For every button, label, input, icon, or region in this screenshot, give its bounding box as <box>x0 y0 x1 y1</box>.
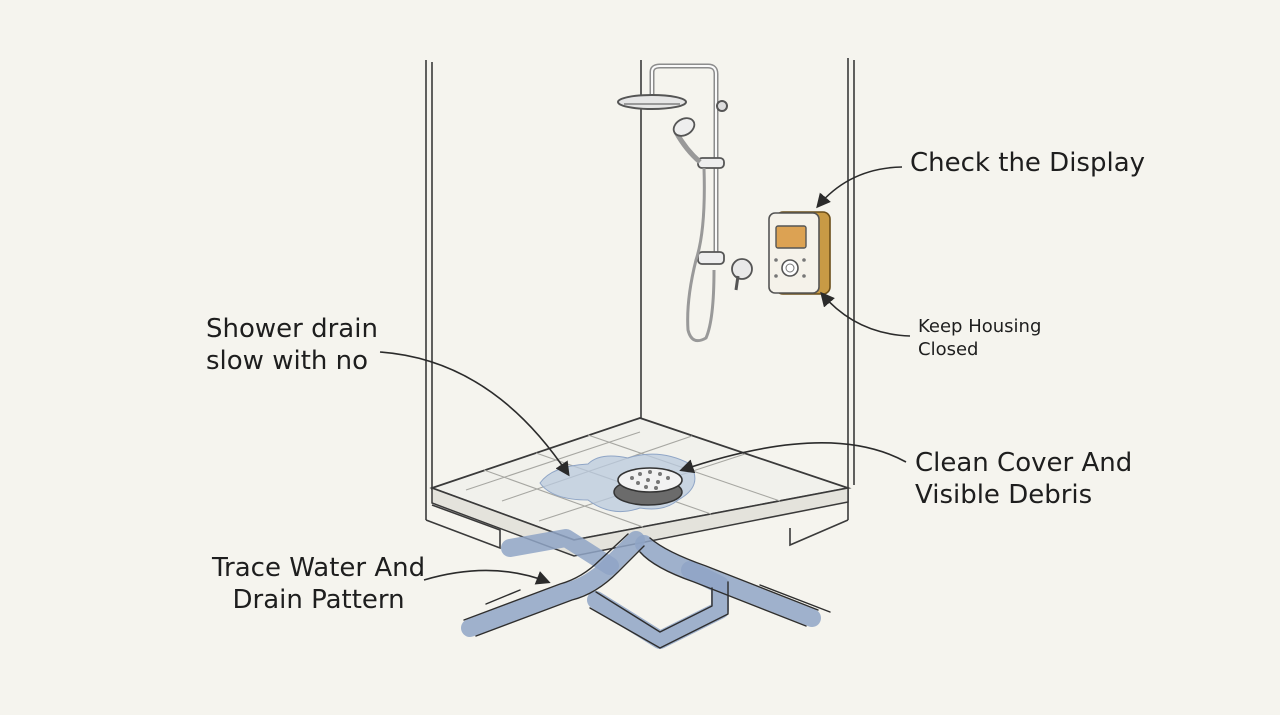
callout-arrows <box>379 166 911 585</box>
callout-keep-housing-line-1: Keep Housing <box>918 316 1042 337</box>
shower-head-icon <box>617 63 728 260</box>
callout-trace-water-line-1: Trace Water And <box>212 553 426 583</box>
drain-pipes <box>461 529 831 649</box>
hand-shower-icon <box>672 117 725 343</box>
callout-keep-housing-closed: Keep Housing Closed <box>918 315 1041 362</box>
callout-clean-cover: Clean Cover And Visible Debris <box>915 448 1132 511</box>
callout-check-display: Check the Display <box>910 148 1145 180</box>
callout-shower-drain-line-1: Shower drain <box>206 314 378 344</box>
water-heater-unit-icon <box>768 211 831 295</box>
drain-cover-icon <box>613 467 683 506</box>
callout-trace-water-line-2: Drain Pattern <box>232 584 405 615</box>
callout-shower-drain-line-2: slow with no <box>206 345 369 376</box>
callout-keep-housing-line-2: Closed <box>918 339 979 361</box>
shower-enclosure-walls <box>425 58 855 550</box>
callout-check-display-line-1: Check the Display <box>910 148 1146 178</box>
callout-shower-drain-slow: Shower drain slow with no <box>206 314 378 377</box>
callout-trace-water: Trace Water And Drain Pattern <box>212 553 425 616</box>
mixer-valve-icon <box>731 258 753 291</box>
callout-clean-cover-line-2: Visible Debris <box>915 479 1093 510</box>
callout-clean-cover-line-1: Clean Cover And <box>915 448 1133 478</box>
